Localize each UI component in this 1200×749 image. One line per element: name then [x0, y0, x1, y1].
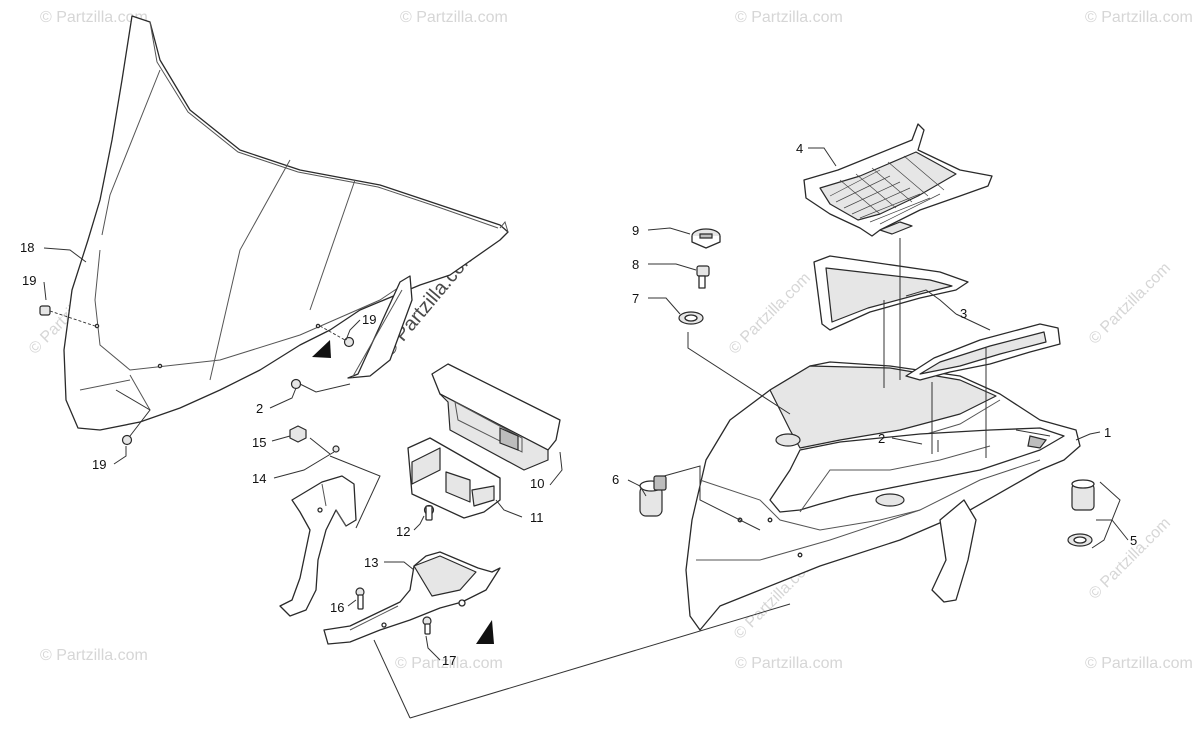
screw-19-left — [39, 305, 96, 327]
washer-19-upper — [319, 325, 355, 348]
callout-13[interactable]: 13 — [364, 555, 378, 570]
ignition-nut — [678, 311, 704, 325]
bolt-12 — [423, 504, 435, 521]
tray-mesh — [829, 155, 945, 225]
ignition-cap — [691, 228, 721, 249]
watermark: © Partzilla.com — [1085, 655, 1193, 672]
watermark: © Partzilla.com — [40, 9, 148, 26]
watermark: © Partzilla.com — [735, 9, 843, 26]
nut-15 — [289, 425, 307, 443]
callout-5[interactable]: 5 — [1130, 533, 1137, 548]
callout-18[interactable]: 18 — [20, 240, 34, 255]
callout-leaders — [43, 147, 1129, 661]
callout-3[interactable]: 3 — [960, 306, 967, 321]
watermark: © Partzilla.com — [1085, 9, 1193, 26]
callout-11[interactable]: 11 — [530, 510, 544, 525]
direction-marker — [312, 340, 331, 358]
callout-19[interactable]: 19 — [362, 312, 376, 327]
hood — [685, 361, 1081, 631]
vent-panels — [813, 255, 1061, 381]
switch-6 — [639, 475, 667, 517]
callout-6[interactable]: 6 — [612, 472, 619, 487]
hardware-small — [289, 425, 435, 635]
watermark: © Partzilla.com — [1086, 260, 1174, 348]
ignition-parts — [678, 228, 721, 325]
callout-19[interactable]: 19 — [92, 457, 106, 472]
washer-19-lower — [121, 434, 133, 446]
rivet-14 — [332, 445, 340, 453]
bolt-17 — [422, 616, 432, 635]
callout-7[interactable]: 7 — [632, 291, 639, 306]
callout-9[interactable]: 9 — [632, 223, 639, 238]
callout-16[interactable]: 16 — [330, 600, 344, 615]
callout-17[interactable]: 17 — [442, 653, 456, 668]
callout-19[interactable]: 19 — [22, 273, 36, 288]
fasteners-left — [39, 305, 355, 446]
watermark: © Partzilla.com — [1086, 515, 1174, 603]
callout-4[interactable]: 4 — [796, 141, 803, 156]
callout-15[interactable]: 15 — [252, 435, 266, 450]
callout-8[interactable]: 8 — [632, 257, 639, 272]
callout-numbers: 18 19 19 2 19 15 14 12 10 11 13 16 17 9 … — [20, 141, 1137, 668]
storage-tray — [803, 123, 993, 237]
assembly-lines — [115, 238, 1121, 719]
watermark: © Partzilla.com — [40, 647, 148, 664]
callout-2[interactable]: 2 — [878, 431, 885, 446]
watermark: © Partzilla.com — [400, 9, 508, 26]
callout-2[interactable]: 2 — [256, 401, 263, 416]
direction-marker — [476, 620, 494, 644]
callout-12[interactable]: 12 — [396, 524, 410, 539]
callout-14[interactable]: 14 — [252, 471, 266, 486]
ignition-key — [696, 265, 710, 289]
callout-10[interactable]: 10 — [530, 476, 544, 491]
windshield — [63, 15, 509, 431]
mounting-brackets — [279, 475, 501, 645]
watermark: © Partzilla.com — [726, 270, 814, 358]
screw-16 — [355, 587, 365, 610]
washer-2-left — [290, 378, 302, 390]
socket-5 — [1067, 479, 1095, 547]
callout-1[interactable]: 1 — [1104, 425, 1111, 440]
watermark: © Partzilla.com — [395, 655, 503, 672]
instrument-module — [407, 363, 561, 519]
watermark: © Partzilla.com — [735, 655, 843, 672]
